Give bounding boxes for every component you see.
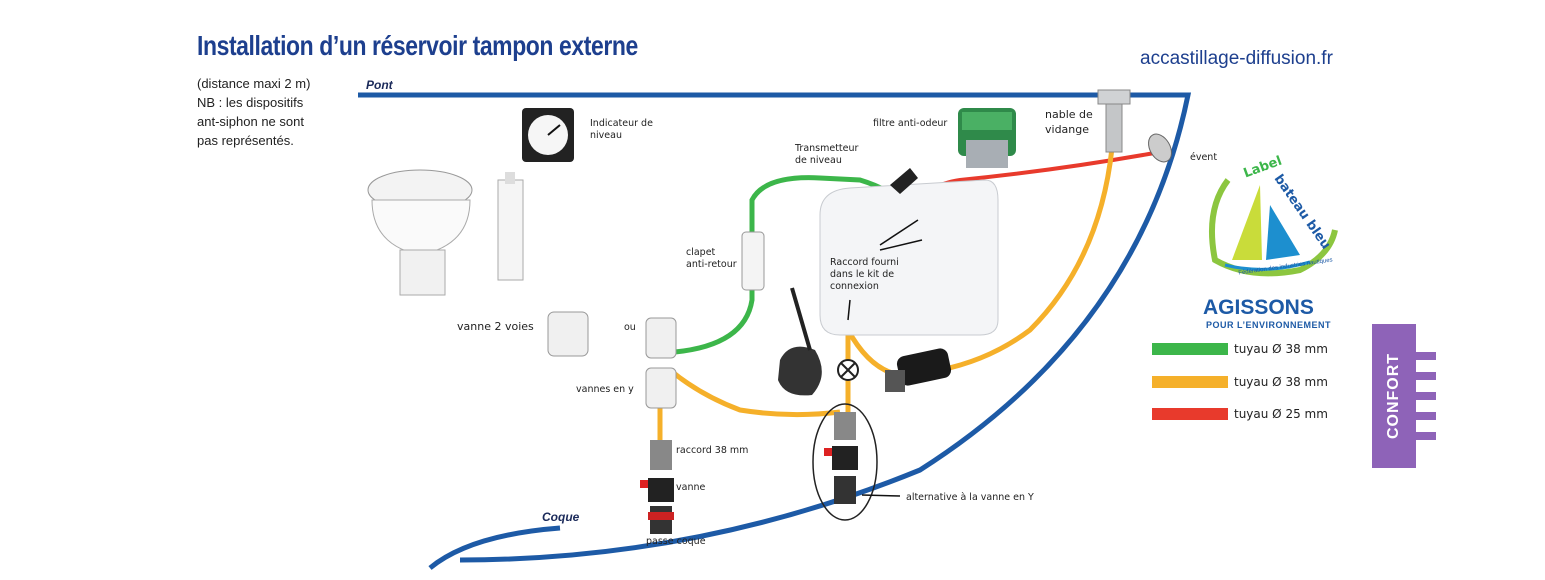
page-title: Installation d’un réservoir tampon exter…: [197, 30, 638, 61]
legend-label-red: tuyau Ø 25 mm: [1234, 407, 1328, 421]
check-valve: [741, 231, 765, 291]
tab-notch: [1416, 352, 1436, 360]
legend-label-green: tuyau Ø 38 mm: [1234, 342, 1328, 356]
label-bateau-bleu-logo: [1208, 178, 1338, 277]
vent-fitting: [1148, 133, 1172, 163]
macerator-pump: [885, 348, 952, 392]
legend-swatch-green: [1152, 343, 1228, 355]
level-indicator: [522, 108, 574, 162]
label-vannes-en-y: vannes en y: [576, 384, 634, 395]
odor-filter: [958, 108, 1016, 168]
seacock-stack-left: [640, 440, 674, 534]
label-ou: ou: [624, 322, 636, 333]
tab-notch: [1416, 412, 1436, 420]
note-line-3: ant-siphon ne sont: [197, 114, 304, 129]
label-vanne-2-voies: vanne 2 voies: [457, 320, 534, 333]
note-line-4: pas représentés.: [197, 133, 294, 148]
orange-hose-y: [668, 368, 841, 418]
label-alternative: alternative à la vanne en Y: [906, 492, 1034, 503]
label-filtre: filtre anti-odeur: [873, 118, 948, 129]
confort-label: CONFORT: [1385, 352, 1402, 440]
legend-label-orange: tuyau Ø 38 mm: [1234, 375, 1328, 389]
label-raccord-38: raccord 38 mm: [676, 445, 749, 456]
holding-tank: [819, 179, 999, 336]
site-url[interactable]: accastillage-diffusion.fr: [1140, 48, 1333, 69]
y-valve: [645, 317, 677, 409]
two-way-valve: [547, 311, 589, 357]
tab-notch: [1416, 392, 1436, 400]
note-line-1: (distance maxi 2 m): [197, 76, 311, 91]
connector-arrows: [847, 219, 923, 497]
legend-swatch-red: [1152, 408, 1228, 420]
agissons-title: AGISSONS: [1203, 296, 1314, 319]
label-event: évent: [1190, 152, 1218, 163]
seacock-stack-alternative: [812, 403, 878, 521]
confort-tab[interactable]: CONFORT: [1372, 324, 1436, 468]
label-vanne: vanne: [676, 482, 706, 493]
legend-swatch-orange: [1152, 376, 1228, 388]
orange-hose-nable: [939, 147, 1115, 373]
hull-deck-line: [358, 92, 1192, 563]
tab-notch: [1416, 372, 1436, 380]
pour-environnement: POUR L’ENVIRONNEMENT: [1206, 320, 1332, 330]
label-pont: Pont: [366, 78, 393, 92]
deck-fitting: [1097, 89, 1131, 153]
manual-pump: [778, 287, 822, 396]
tab-notch: [1416, 432, 1436, 440]
label-passe-coque: passe coque: [646, 536, 706, 547]
hull-coque-line: [428, 525, 561, 570]
label-coque: Coque: [542, 510, 580, 524]
level-transmitter: [890, 168, 918, 194]
valve-symbol: [837, 359, 859, 381]
toilet: [367, 169, 524, 296]
note-line-2: NB : les dispositifs: [197, 95, 304, 110]
